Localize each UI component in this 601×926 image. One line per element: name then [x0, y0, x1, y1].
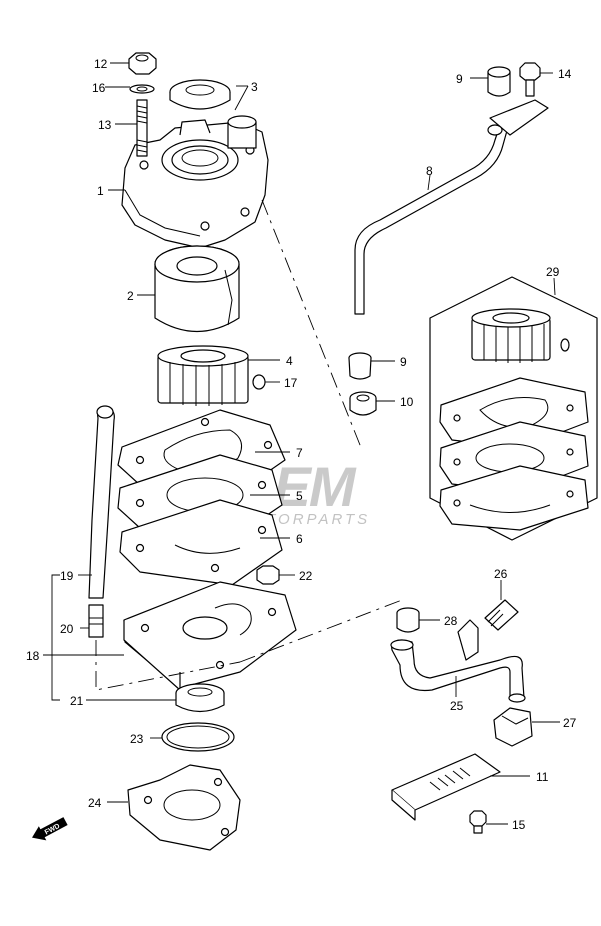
callout-20: 20	[60, 622, 74, 636]
callout-14: 14	[558, 67, 572, 81]
water-screen[interactable]	[391, 753, 501, 821]
callout-22: 22	[299, 569, 313, 583]
callout-10: 10	[400, 395, 414, 409]
callout-7: 7	[296, 446, 303, 460]
water-pipe[interactable]	[354, 99, 549, 315]
callout-8: 8	[426, 164, 433, 178]
kit-impeller[interactable]	[471, 308, 570, 363]
callout-27: 27	[563, 716, 577, 730]
callout-17: 17	[284, 376, 298, 390]
bottom-gasket[interactable]	[127, 764, 241, 851]
pipe-grommet-mid[interactable]	[348, 352, 372, 380]
callout-28: 28	[444, 614, 458, 628]
screw[interactable]	[469, 810, 487, 834]
callout-13: 13	[98, 118, 112, 132]
callout-18: 18	[26, 649, 40, 663]
fwd-label: FWD	[44, 823, 61, 837]
outlet-hose[interactable]	[390, 619, 526, 703]
callout-6: 6	[296, 532, 303, 546]
tube-grommet[interactable]	[88, 604, 104, 638]
callout-15: 15	[512, 818, 526, 832]
nut[interactable]	[128, 52, 157, 75]
washer[interactable]	[129, 84, 155, 94]
fwd-arrow-icon: FWD	[32, 817, 68, 841]
callout-9-mid: 9	[400, 355, 407, 369]
water-tube[interactable]	[88, 405, 115, 599]
o-ring[interactable]	[161, 722, 235, 752]
callout-1: 1	[97, 184, 104, 198]
pipe-grommet-bushing[interactable]	[349, 391, 377, 416]
nut-small[interactable]	[256, 565, 280, 585]
bolt[interactable]	[484, 599, 519, 631]
seal[interactable]	[169, 79, 231, 110]
callout-29: 29	[546, 265, 560, 279]
impeller[interactable]	[157, 345, 249, 406]
impeller-liner[interactable]	[154, 245, 240, 333]
callout-23: 23	[130, 732, 144, 746]
callout-12: 12	[94, 57, 108, 71]
kit-gasket-2[interactable]	[439, 465, 589, 531]
grommet[interactable]	[396, 607, 420, 633]
callout-16: 16	[92, 81, 106, 95]
callout-26: 26	[494, 567, 508, 581]
pipe-grommet-top[interactable]	[487, 66, 511, 97]
oil-seal[interactable]	[175, 683, 225, 713]
callout-21: 21	[70, 694, 84, 708]
callout-9-top: 9	[456, 72, 463, 86]
under-panel[interactable]	[123, 581, 297, 691]
callout-11: 11	[536, 770, 549, 784]
callout-25: 25	[450, 699, 464, 713]
callout-5: 5	[296, 489, 303, 503]
callout-2: 2	[127, 289, 134, 303]
rubber-grommet[interactable]	[493, 707, 533, 747]
callout-19: 19	[60, 569, 74, 583]
callout-3: 3	[251, 80, 258, 94]
bolt-top[interactable]	[519, 62, 541, 97]
gasket-lower[interactable]	[119, 499, 283, 586]
stud-bolt[interactable]	[136, 99, 148, 157]
key[interactable]	[252, 374, 266, 390]
callout-4: 4	[286, 354, 293, 368]
pump-case[interactable]	[121, 115, 269, 249]
callout-24: 24	[88, 796, 102, 810]
